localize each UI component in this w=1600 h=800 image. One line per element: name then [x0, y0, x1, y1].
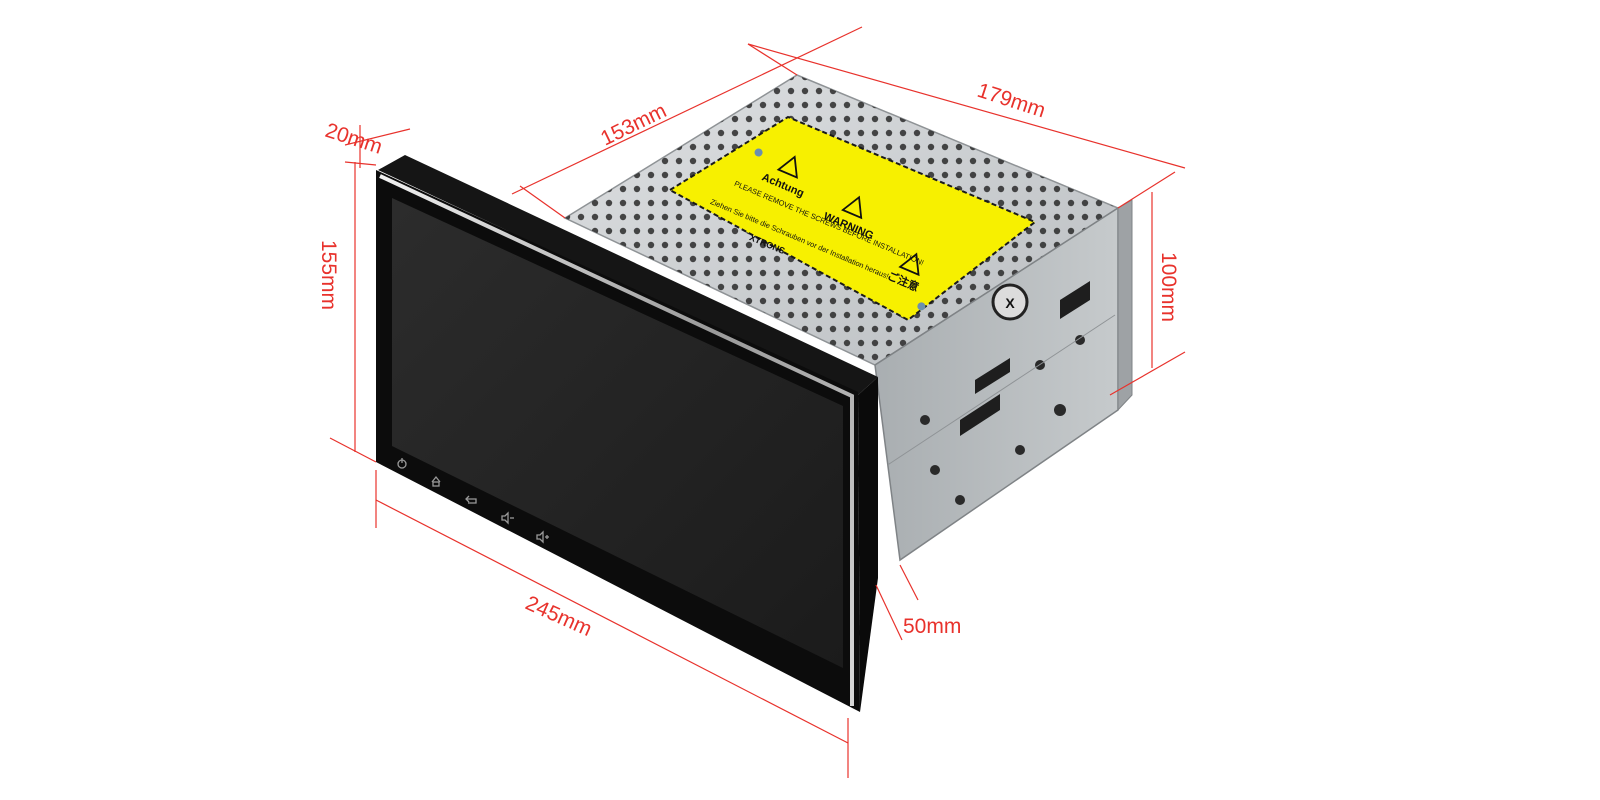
power-icon[interactable]	[397, 458, 407, 469]
display-screen	[392, 198, 843, 668]
volume-up-icon[interactable]	[536, 530, 549, 544]
back-icon[interactable]	[465, 495, 477, 504]
dim-label-panel-thickness: 20mm	[322, 119, 385, 159]
volume-down-icon[interactable]	[501, 511, 514, 525]
dim-label-chassis-height: 100mm	[1157, 252, 1180, 322]
home-icon[interactable]	[431, 475, 441, 487]
svg-text:X: X	[1005, 295, 1015, 311]
dim-label-width-top: 179mm	[974, 79, 1048, 123]
dim-label-chassis-offset: 50mm	[903, 615, 961, 638]
panel-button-row	[397, 458, 549, 544]
panel-chrome-rim	[379, 174, 854, 706]
seal-sticker	[991, 283, 1029, 321]
dimension-lines	[329, 26, 1186, 778]
dim-label-depth-top: 153mm	[597, 99, 670, 150]
dim-label-panel-height: 155mm	[317, 240, 340, 310]
screw-icon	[917, 302, 926, 311]
screw-icon	[754, 148, 763, 157]
chassis-side-details	[879, 281, 1116, 505]
warning-triangle-icon	[898, 252, 920, 277]
warning-triangle-icon	[776, 155, 798, 179]
sticker-background	[668, 115, 1037, 322]
dim-label-panel-width: 245mm	[522, 592, 595, 641]
front-panel	[376, 155, 878, 712]
warning-triangle-icon	[841, 195, 863, 220]
